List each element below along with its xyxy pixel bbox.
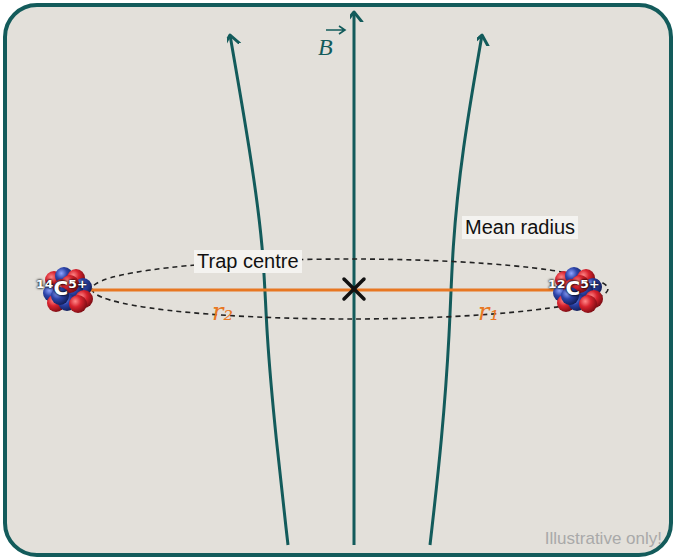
field-lines	[230, 12, 482, 545]
vector-arrow	[326, 26, 345, 34]
radius-line	[68, 289, 578, 292]
radius-symbol: r₂	[212, 298, 233, 326]
watermark-note: Illustrative only!	[545, 529, 662, 549]
centre-label: Trap centre	[194, 250, 302, 273]
radius-symbol: r₁	[478, 298, 499, 326]
ion-label: ¹²C⁵⁺	[548, 276, 600, 300]
radius-label: Mean radius	[462, 216, 578, 239]
frame-panel	[5, 5, 671, 555]
field-symbol: B	[318, 34, 333, 61]
field-line	[353, 12, 356, 545]
centre-cross	[344, 279, 364, 299]
ion-label: ¹⁴C⁵⁺	[36, 276, 88, 300]
